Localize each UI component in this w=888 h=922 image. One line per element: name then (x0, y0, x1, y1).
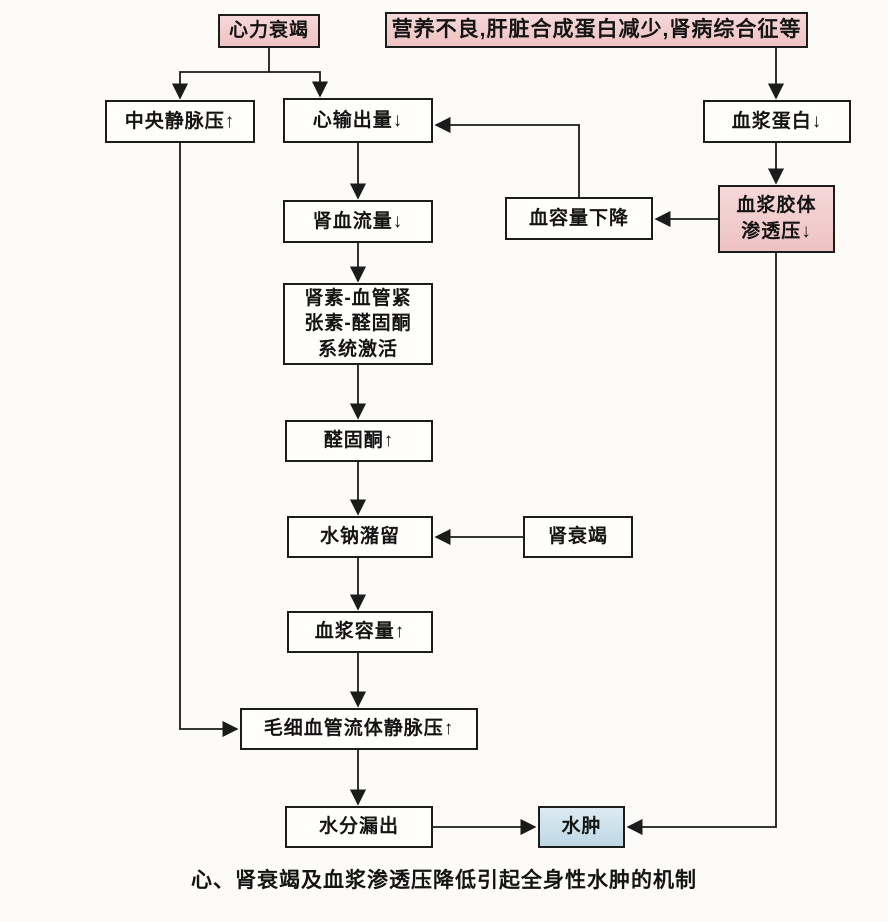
node-malnutrition: 营养不良,肝脏合成蛋白减少,肾病综合征等 (385, 12, 808, 48)
node-water-sodium-retention: 水钠潴留 (287, 516, 433, 558)
diagram-caption: 心、肾衰竭及血浆渗透压降低引起全身性水肿的机制 (191, 869, 697, 892)
node-capillary-hydrostatic-pressure: 毛细血管流体静脉压↑ (240, 708, 478, 750)
node-renal-failure: 肾衰竭 (523, 516, 633, 558)
node-central-venous-pressure: 中央静脉压↑ (105, 100, 255, 143)
node-water-leakage: 水分漏出 (285, 806, 433, 848)
node-plasma-colloid-osmotic-pressure: 血浆胶体 渗透压↓ (718, 185, 835, 253)
node-blood-volume-drop: 血容量下降 (505, 197, 653, 240)
node-edema: 水肿 (538, 806, 625, 848)
node-plasma-volume: 血浆容量↑ (287, 611, 433, 653)
node-raas-activation: 肾素-血管紧 张素-醛固酮 系统激活 (283, 283, 433, 365)
node-cardiac-output: 心输出量↓ (283, 98, 433, 143)
node-aldosterone: 醛固酮↑ (285, 420, 433, 462)
node-heart-failure: 心力衰竭 (218, 14, 320, 48)
node-plasma-protein: 血浆蛋白↓ (703, 100, 851, 143)
node-renal-blood-flow: 肾血流量↓ (283, 200, 433, 243)
